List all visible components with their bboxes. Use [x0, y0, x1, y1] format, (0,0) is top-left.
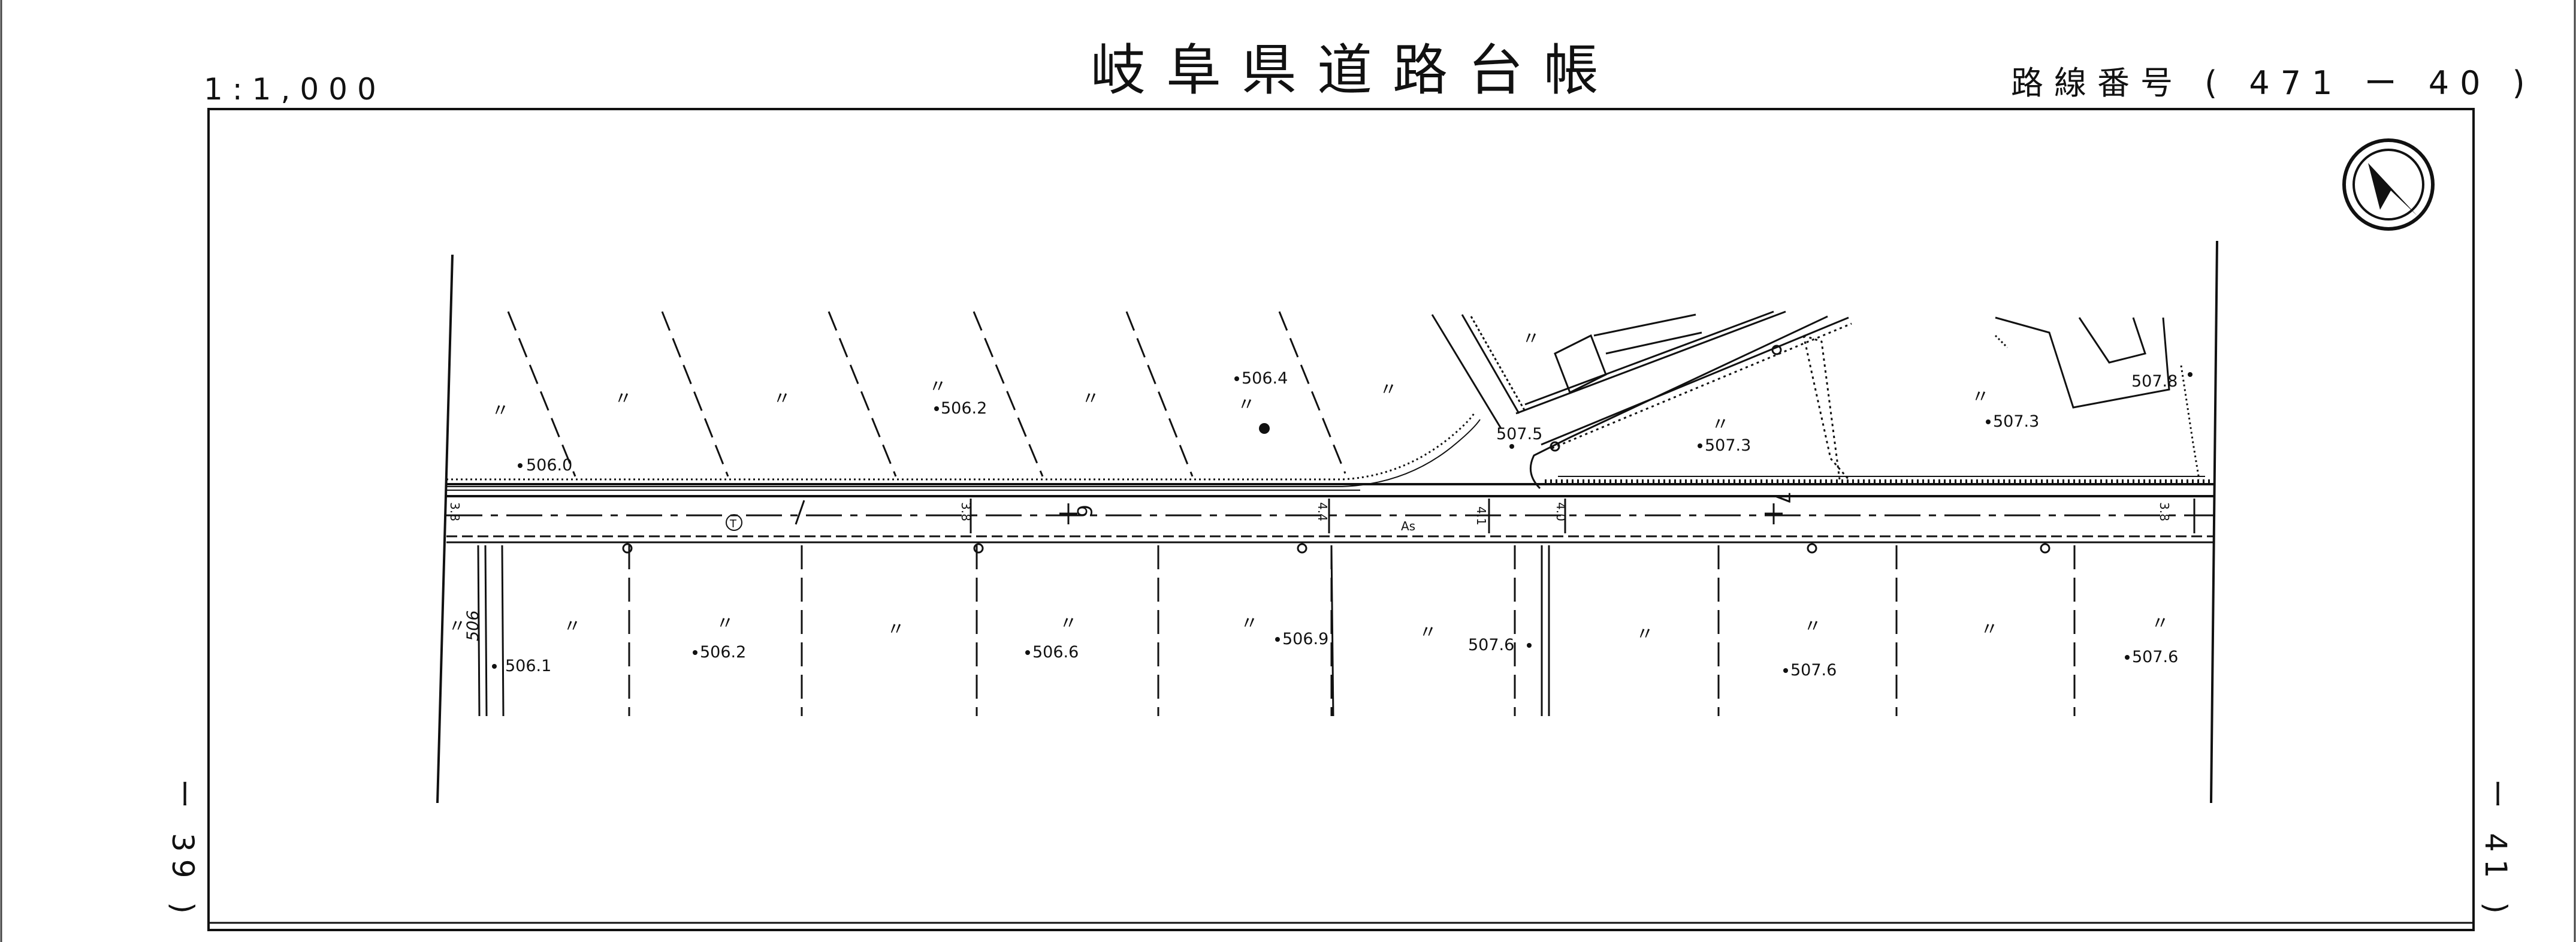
landuse-mark: 〃 [1804, 616, 1822, 637]
landuse-mark: 〃 [563, 616, 581, 637]
width-label: 4.1 [1474, 506, 1488, 526]
landuse-mark: 〃 [887, 619, 905, 640]
landuse-mark: 〃 [1711, 414, 1729, 435]
landuse-mark: 〃 [1980, 619, 1998, 640]
landuse-mark: 〃 [773, 388, 791, 409]
width-label: 3.8 [448, 502, 462, 521]
telephone-pole-symbol: T [726, 514, 742, 531]
elevation-label: 507.6 [1790, 661, 1837, 680]
landuse-mark: 〃 [716, 613, 734, 634]
previous-sheet-number[interactable]: ー 39 ) [165, 779, 200, 921]
landuse-mark: 〃 [1379, 379, 1397, 400]
elevation-label: 507.6 [2132, 648, 2178, 666]
width-label: 3.8 [2157, 502, 2172, 521]
elevation-label: 507.3 [1705, 436, 1751, 455]
station-number: 7 [1770, 491, 1794, 505]
elevation-label: 506.0 [526, 456, 572, 475]
route-number: 路線番号 ( 471 ー 40 ) [2011, 64, 2536, 102]
landuse-mark: 〃 [2151, 613, 2169, 634]
north-arrow-icon [2342, 138, 2435, 231]
elevation-label: 506.4 [1242, 369, 1288, 388]
landuse-mark: 〃 [1522, 328, 1540, 349]
elevation-label: 506.9 [1282, 630, 1328, 648]
map-title: 岐阜県道路台帳 [1091, 38, 1620, 102]
next-sheet-number[interactable]: ー 41 ) [2478, 779, 2513, 921]
elevation-label: 507.3 [1993, 412, 2039, 431]
landuse-mark: 〃 [448, 616, 466, 637]
landuse-mark: 〃 [929, 376, 947, 397]
landuse-mark: 〃 [1971, 387, 1989, 407]
elevation-label: 507.6 [1468, 636, 1514, 654]
landuse-mark: 〃 [1240, 613, 1258, 634]
elevation-label: 507.5 [1496, 425, 1542, 443]
elevation-label: 506.2 [700, 643, 746, 662]
landuse-mark: 〃 [1237, 394, 1255, 415]
landuse-mark: 〃 [1059, 613, 1077, 634]
landuse-mark: 〃 [1419, 622, 1437, 643]
station-number: 6 [1072, 505, 1096, 518]
elevation-label: 506.6 [1032, 643, 1079, 662]
elevation-label: 506.1 [505, 657, 551, 675]
scale-label: 1:1,000 [204, 72, 386, 107]
landuse-mark: 〃 [614, 388, 632, 409]
landuse-mark: 〃 [1082, 388, 1100, 409]
road [446, 315, 2214, 544]
width-label: 4.0 [1554, 502, 1568, 521]
elevation-label: 507.8 [2131, 372, 2178, 391]
svg-text:T: T [729, 518, 737, 530]
surface-label: As [1401, 519, 1415, 533]
width-label: 4.4 [1315, 502, 1330, 521]
map-frame [207, 108, 2475, 931]
contour-label: 506 [464, 610, 482, 641]
width-label: 3.8 [959, 502, 973, 521]
landuse-mark: 〃 [1636, 624, 1654, 645]
elevation-label: 506.2 [941, 399, 987, 418]
landuse-mark: 〃 [491, 400, 509, 421]
